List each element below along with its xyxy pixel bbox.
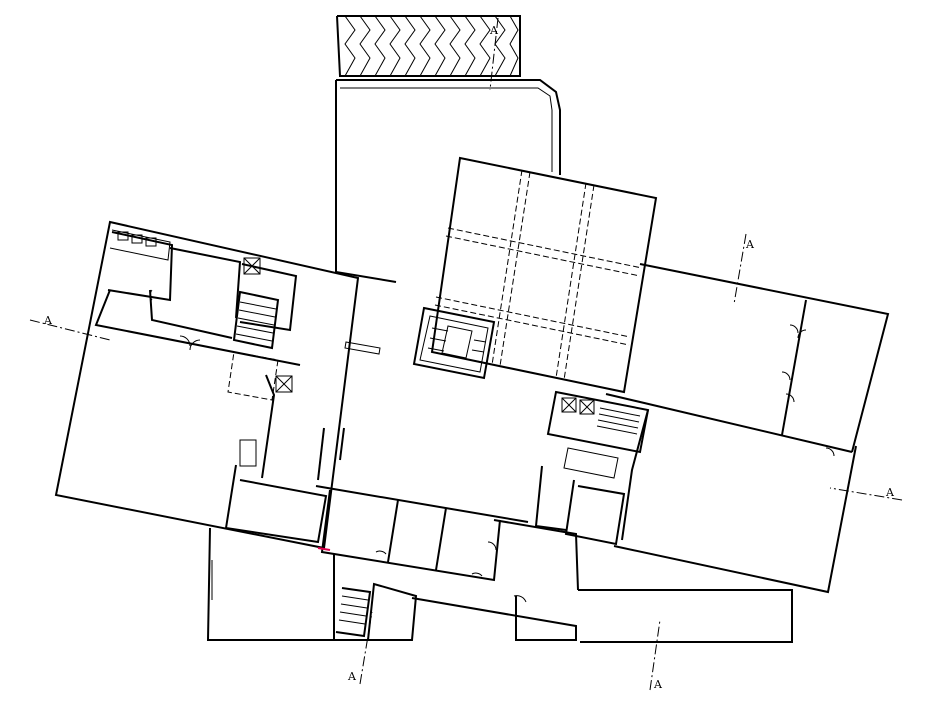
section-mark-b: A (347, 611, 373, 685)
south-offices (320, 489, 579, 591)
west-wing (54, 220, 360, 550)
section-mark-f: A (489, 17, 499, 91)
south-podium (206, 527, 793, 643)
section-mark-f-label: A (489, 24, 499, 37)
east-core (534, 390, 650, 546)
section-mark-a-label: A (43, 314, 53, 327)
section-mark-d: A (829, 486, 903, 501)
section-mark-a: A (29, 314, 111, 341)
east-wing (605, 263, 890, 594)
section-mark-e-label: A (745, 238, 755, 251)
central-hall (315, 271, 529, 523)
section-mark-c: A (649, 619, 663, 691)
section-mark-e: A (733, 233, 755, 305)
section-mark-b-label: A (347, 670, 357, 683)
entrance-canopy (336, 15, 521, 77)
central-stair (412, 306, 496, 380)
section-mark-d-label: A (885, 486, 895, 499)
section-mark-c-label: A (653, 678, 663, 691)
north-corridor (335, 79, 561, 272)
central-block (430, 156, 658, 394)
